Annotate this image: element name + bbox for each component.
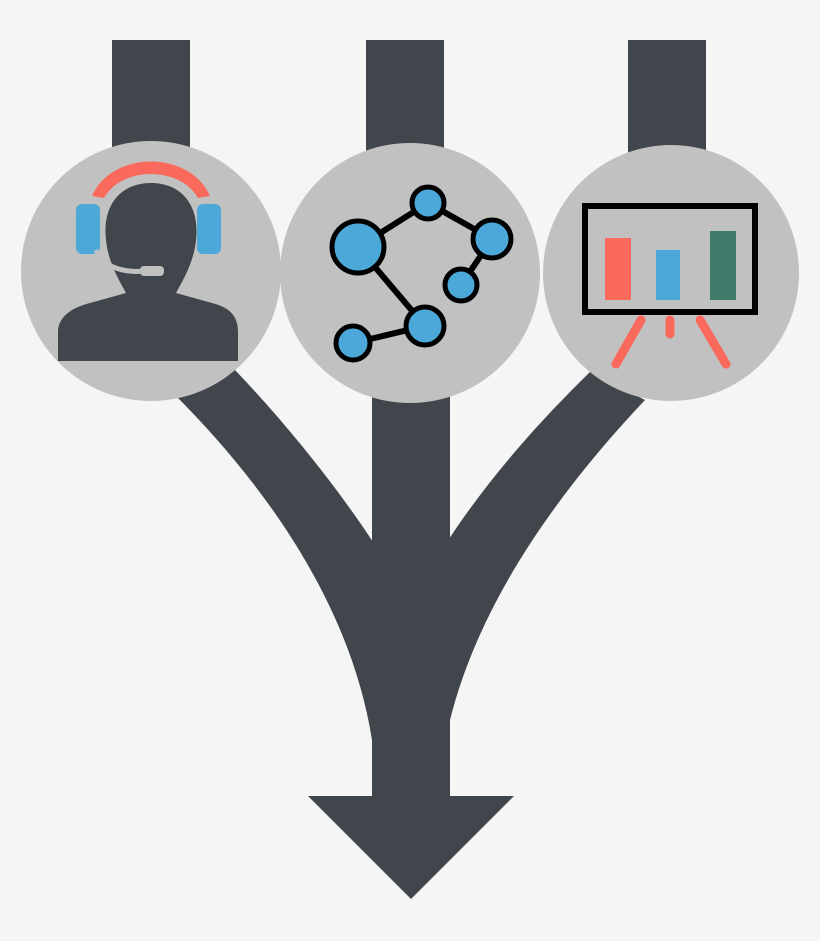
- bar-chart-presentation-board-icon: [582, 203, 758, 369]
- node-support: [21, 141, 281, 401]
- flow-streams: [112, 40, 706, 899]
- connected-nodes-graph-icon: [329, 184, 514, 363]
- customer-support-headset-icon: [58, 161, 238, 361]
- node-presentation: [543, 145, 799, 401]
- stream-center-trunk: [372, 395, 450, 800]
- node-network-circle: [280, 143, 540, 403]
- down-arrow-icon: [308, 796, 514, 899]
- node-network: [280, 143, 540, 403]
